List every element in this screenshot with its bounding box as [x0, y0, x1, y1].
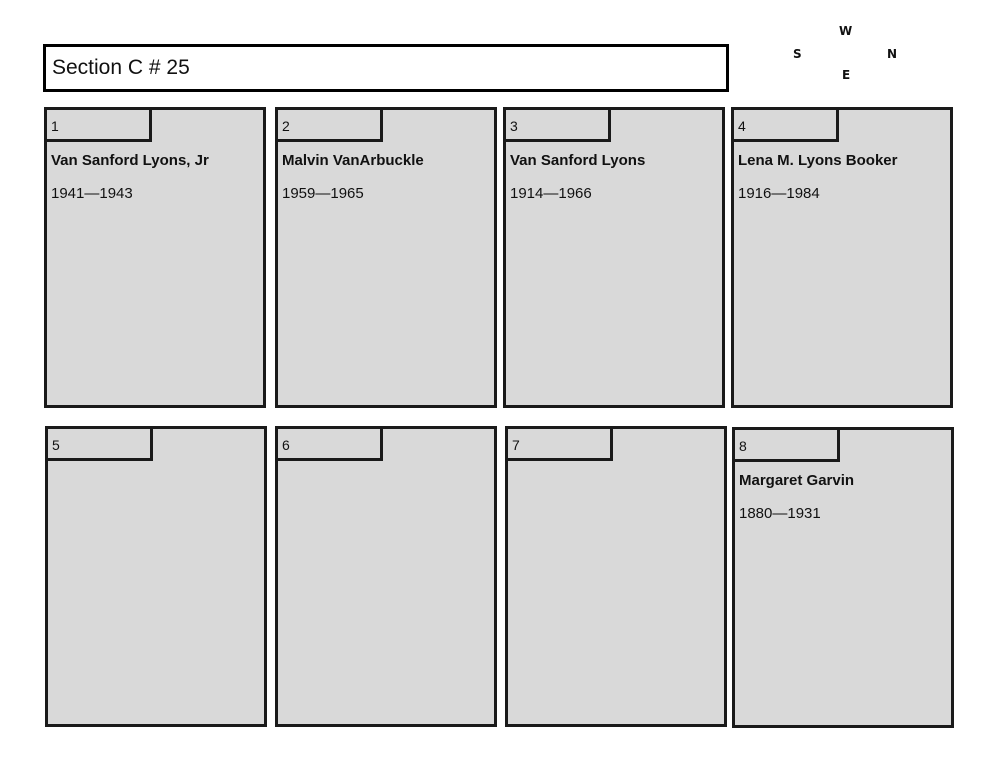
plot-name: Van Sanford Lyons — [510, 152, 646, 169]
plot-dates: 1914—1966 — [510, 185, 592, 202]
plot-6: 6 — [275, 426, 497, 727]
plot-2: 2 Malvin VanArbuckle 1959—1965 — [275, 107, 497, 408]
plot-name: Van Sanford Lyons, Jr — [51, 152, 209, 169]
plot-8: 8 Margaret Garvin 1880—1931 — [732, 427, 954, 728]
plot-dates: 1880—1931 — [739, 505, 821, 522]
plot-number: 3 — [506, 110, 611, 142]
plot-number: 6 — [278, 429, 383, 461]
plot-name: Lena M. Lyons Booker — [738, 152, 898, 169]
plot-4: 4 Lena M. Lyons Booker 1916—1984 — [731, 107, 953, 408]
plot-name: Margaret Garvin — [739, 472, 855, 489]
section-title-box: Section C # 25 — [43, 44, 729, 92]
compass-east: E — [842, 68, 851, 82]
plot-number: 4 — [734, 110, 839, 142]
section-title: Section C # 25 — [52, 56, 190, 79]
compass-south: S — [793, 47, 802, 61]
plot-1: 1 Van Sanford Lyons, Jr 1941—1943 — [44, 107, 266, 408]
plot-number: 5 — [48, 429, 153, 461]
plot-name: Malvin VanArbuckle — [282, 152, 424, 169]
plot-3: 3 Van Sanford Lyons 1914—1966 — [503, 107, 725, 408]
plot-7: 7 — [505, 426, 727, 727]
compass-north: N — [887, 47, 898, 61]
plot-dates: 1916—1984 — [738, 185, 820, 202]
plot-dates: 1959—1965 — [282, 185, 364, 202]
compass-west: W — [839, 24, 853, 38]
plot-5: 5 — [45, 426, 267, 727]
plot-number: 2 — [278, 110, 383, 142]
plot-dates: 1941—1943 — [51, 185, 133, 202]
plot-number: 8 — [735, 430, 840, 462]
plot-number: 1 — [47, 110, 152, 142]
plot-number: 7 — [508, 429, 613, 461]
